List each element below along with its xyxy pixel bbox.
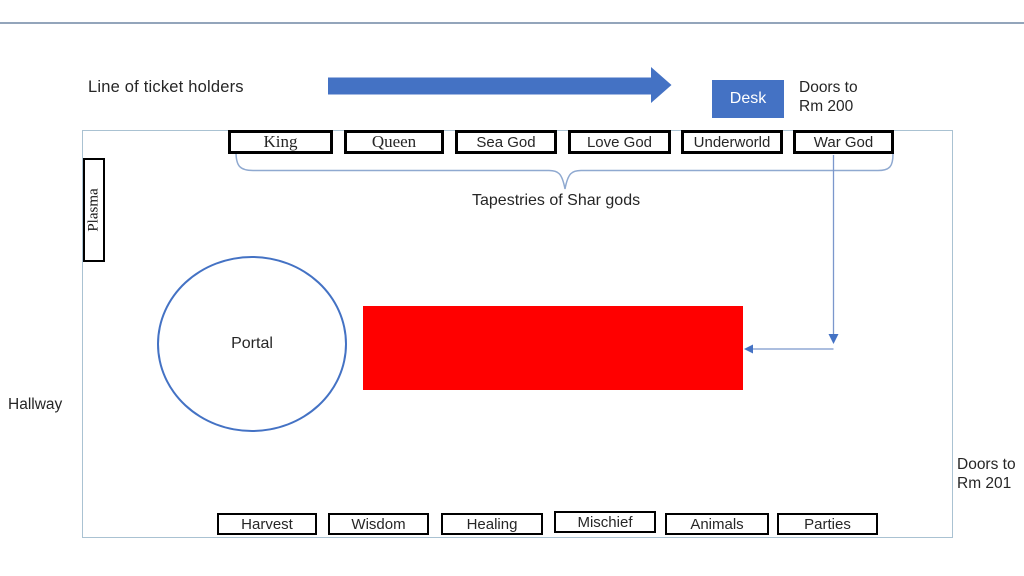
portal-circle: Portal	[157, 256, 347, 432]
station-box-wisdom: Wisdom	[328, 513, 429, 535]
top-divider-line	[0, 22, 1024, 24]
doors-rm201-label: Doors to Rm 201	[957, 455, 1016, 493]
tapestries-caption: Tapestries of Shar gods	[472, 192, 641, 209]
hallway-label: Hallway	[8, 396, 63, 413]
queue-label: Line of ticket holders	[88, 78, 244, 96]
portal-label: Portal	[231, 335, 273, 352]
tapestry-box-sea-god: Sea God	[455, 130, 557, 154]
tapestry-box-underworld: Underworld	[681, 130, 783, 154]
doors-rm200-label: Doors to Rm 200	[799, 78, 858, 116]
station-box-mischief: Mischief	[554, 511, 656, 533]
ticket-line-arrow	[328, 67, 672, 103]
tapestry-box-king: King	[228, 130, 333, 154]
plasma-label: Plasma	[85, 188, 102, 232]
doors-rm200-line2: Rm 200	[799, 98, 854, 115]
plasma-box: Plasma	[83, 158, 105, 262]
tapestry-box-war-god: War God	[793, 130, 894, 154]
tapestry-box-queen: Queen	[344, 130, 444, 154]
tapestry-box-love-god: Love God	[568, 130, 671, 154]
station-box-healing: Healing	[441, 513, 543, 535]
station-box-parties: Parties	[777, 513, 878, 535]
doors-rm201-line2: Rm 201	[957, 475, 1012, 492]
doors-rm200-line1: Doors to	[799, 79, 858, 96]
station-box-animals: Animals	[665, 513, 769, 535]
station-box-harvest: Harvest	[217, 513, 317, 535]
red-rectangle	[363, 306, 743, 390]
doors-rm201-line1: Doors to	[957, 456, 1016, 473]
desk-box: Desk	[712, 80, 784, 118]
